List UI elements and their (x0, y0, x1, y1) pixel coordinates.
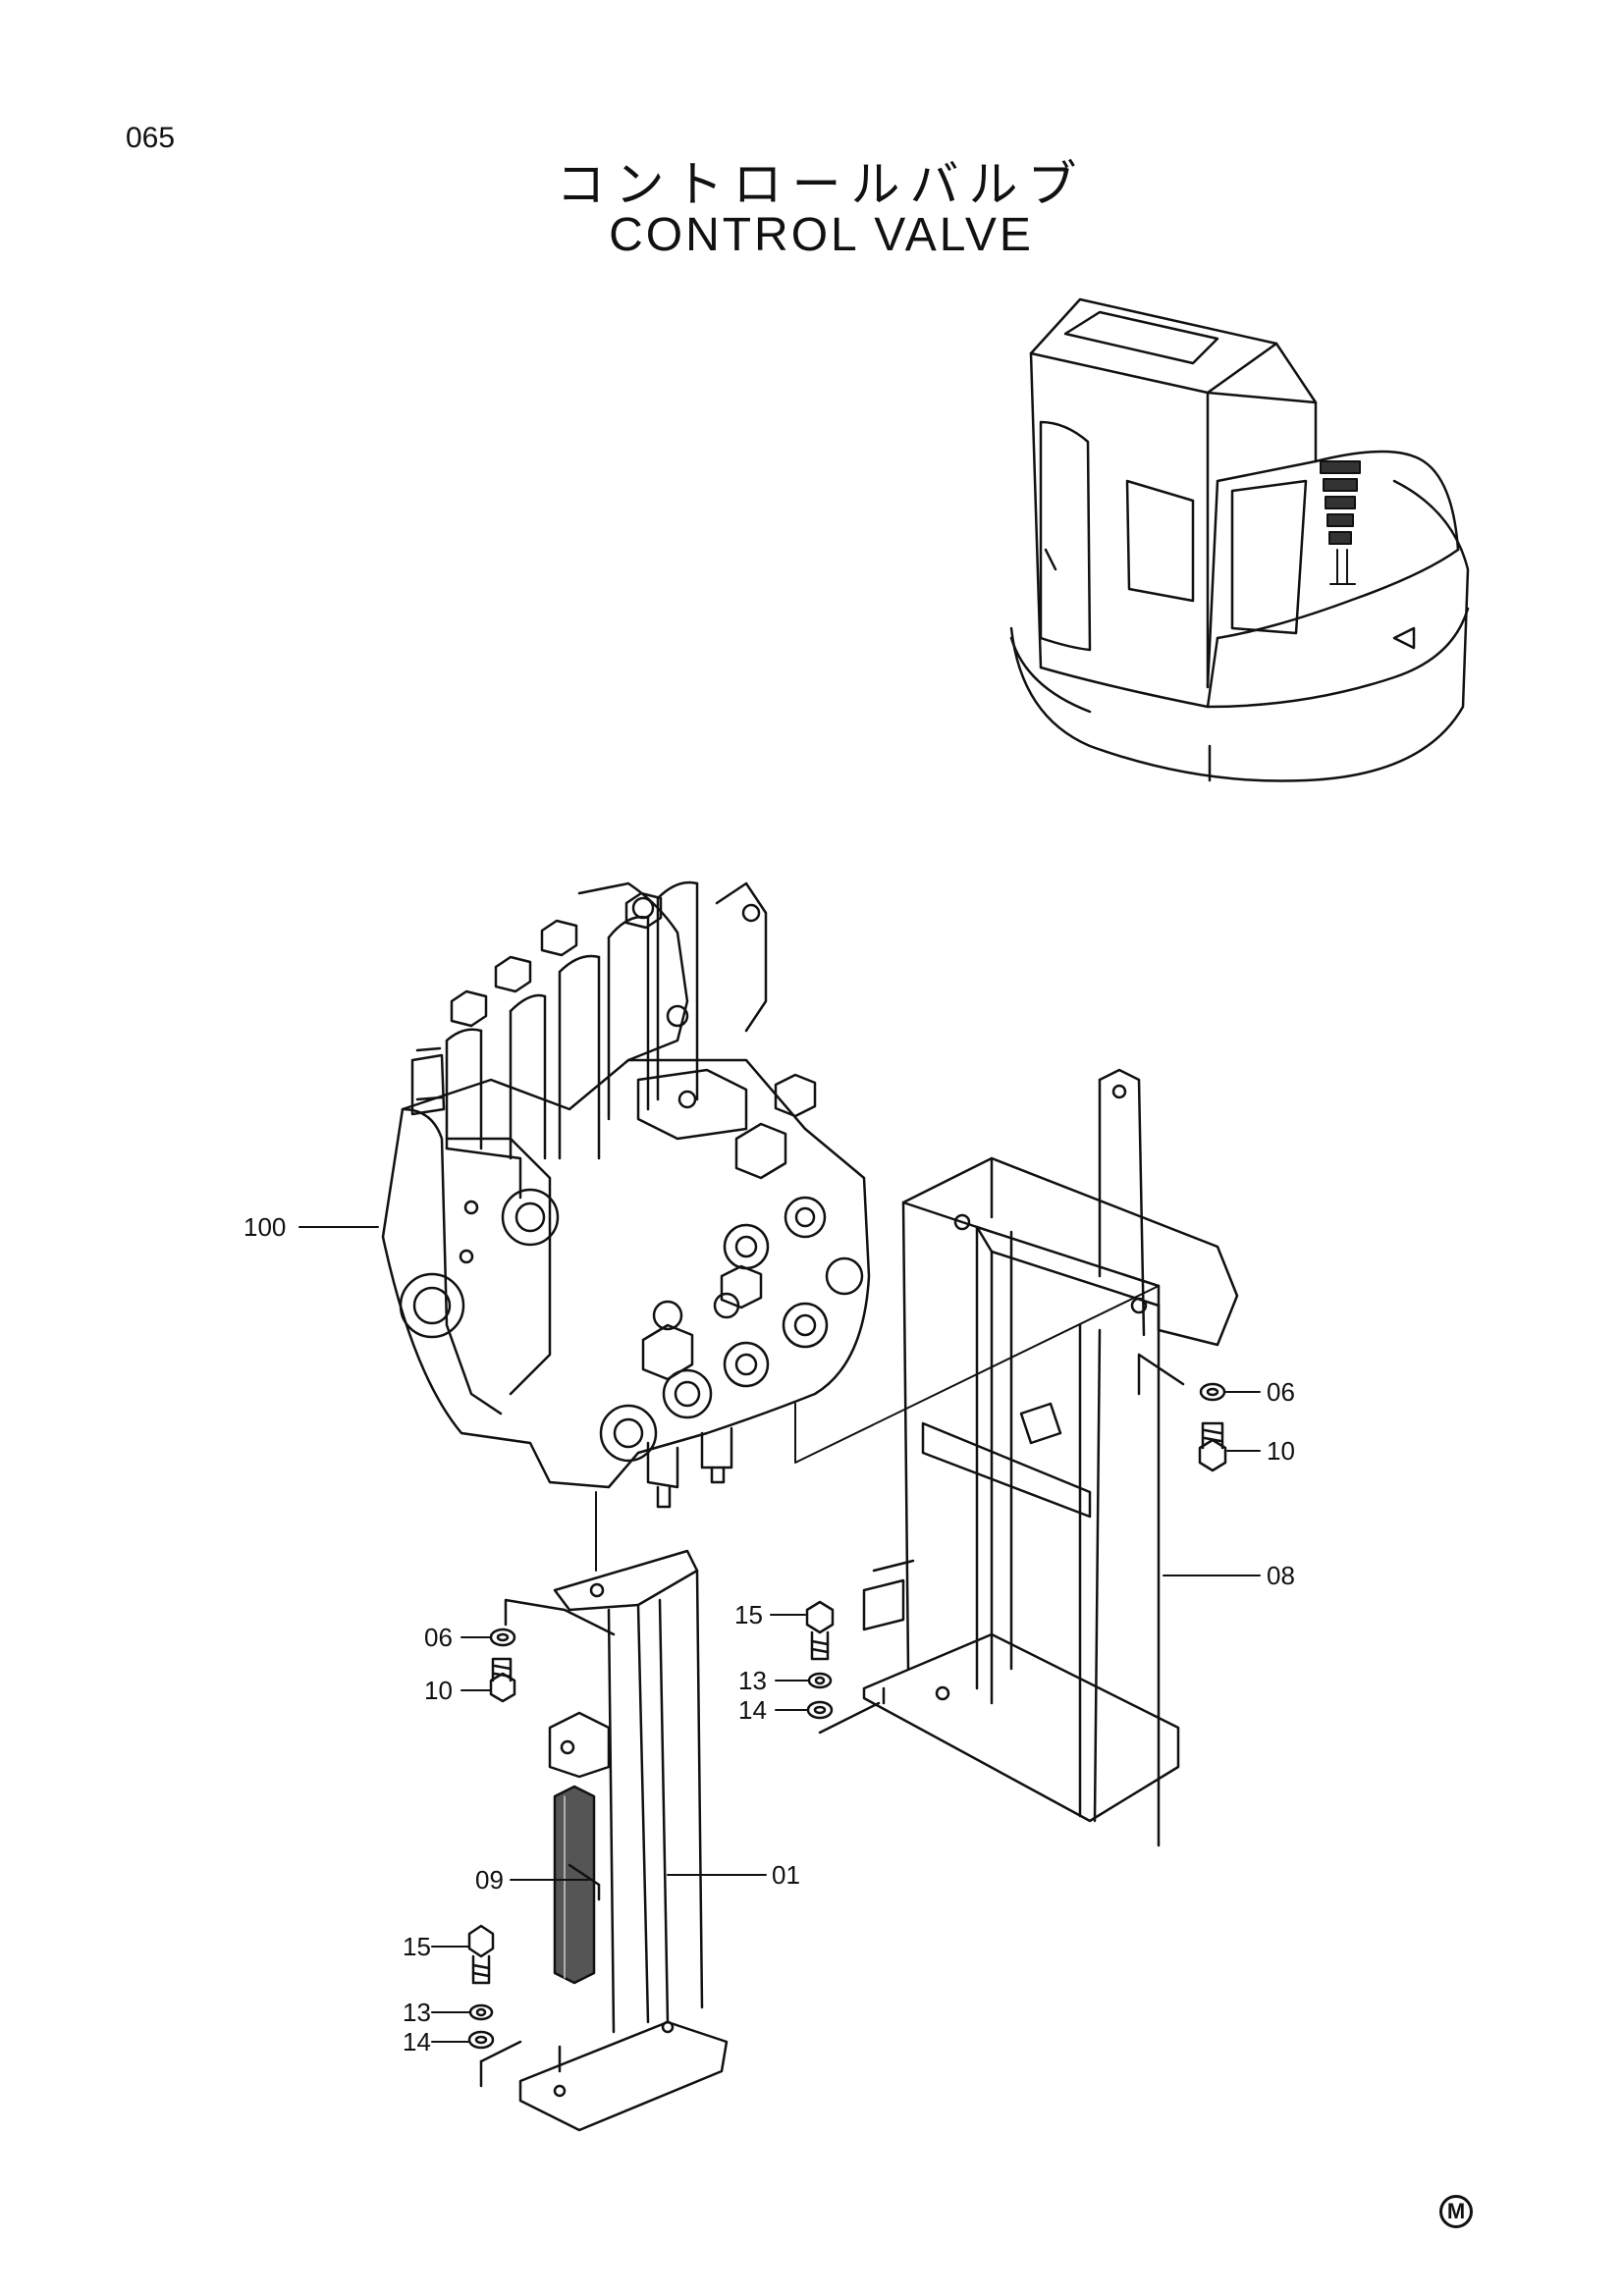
label-09: 09 (475, 1865, 504, 1895)
control-valve-assembly (381, 881, 871, 1509)
label-06-left: 06 (424, 1623, 453, 1652)
page-number: 065 (126, 122, 176, 154)
strip-09 (553, 1785, 601, 1985)
title-english: CONTROL VALVE (609, 209, 1034, 261)
leader-lines (298, 1226, 1261, 2043)
label-10-right: 10 (1267, 1436, 1295, 1466)
label-01: 01 (772, 1860, 800, 1890)
excavator-overview (1009, 297, 1470, 782)
bracket-08 (818, 1068, 1239, 1847)
fasteners (467, 1382, 1227, 2050)
label-10-left: 10 (424, 1676, 453, 1705)
label-14-lower: 14 (403, 2027, 431, 2056)
label-13-lower: 13 (403, 1998, 431, 2027)
label-100: 100 (243, 1212, 286, 1242)
label-14-mid: 14 (738, 1695, 767, 1725)
part-labels: 100 06 10 08 06 10 15 13 14 09 01 15 13 … (243, 1212, 1295, 2056)
bracket-01 (479, 1549, 729, 2132)
label-08: 08 (1267, 1561, 1295, 1590)
label-15-lower: 15 (403, 1932, 431, 1961)
label-13-mid: 13 (738, 1666, 767, 1695)
label-15-mid: 15 (734, 1600, 763, 1629)
title-japanese: コントロールバルブ (556, 156, 1087, 213)
label-06-right: 06 (1267, 1377, 1295, 1407)
manual-mark-icon: M (1439, 2195, 1473, 2228)
